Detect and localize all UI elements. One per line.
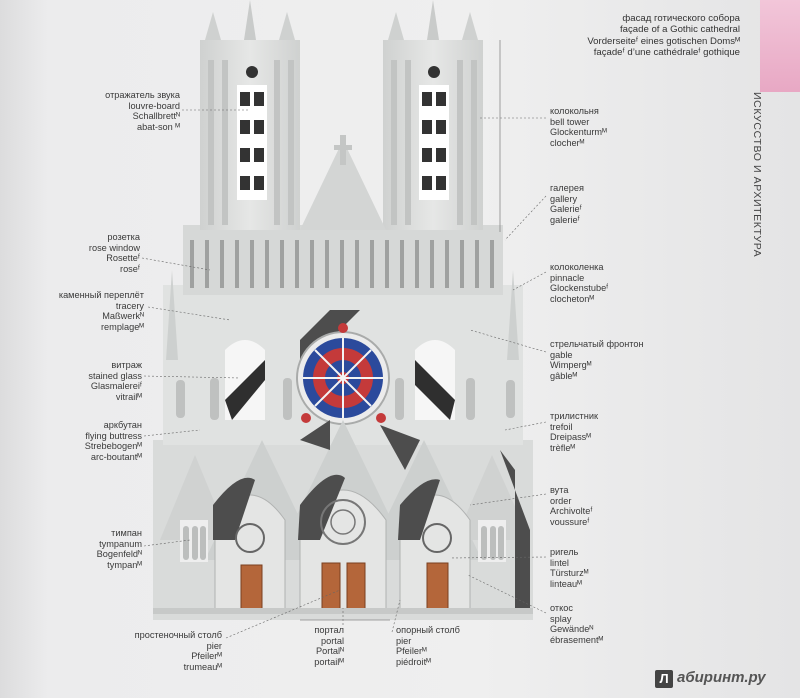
side-niches <box>180 520 506 562</box>
central-gable <box>300 140 386 230</box>
labirint-logo-icon: Л <box>655 670 673 688</box>
page-edge-tab <box>760 0 800 92</box>
title-fr: façadeᶠ d’une cathédraleᶠ gothique <box>593 47 740 59</box>
labirint-text: абиринт.ру <box>677 669 766 686</box>
title-en: façade of a Gothic cathedral <box>620 24 740 36</box>
statues <box>176 378 515 420</box>
title-ru: фасад готического собора <box>622 13 740 24</box>
labirint-watermark: Л абиринт.ру <box>655 668 795 690</box>
diagram-title: фасад готического собора façade of a Got… <box>587 13 740 59</box>
rose-window <box>296 323 390 425</box>
left-bell-tower <box>200 0 300 230</box>
left-pinnacle <box>166 270 178 360</box>
right-pinnacle <box>507 270 519 360</box>
gallery-arcade <box>190 240 494 288</box>
title-de: Vorderseiteᶠ eines gotischen Domsᴹ <box>587 35 740 47</box>
leader-lines <box>141 109 547 639</box>
right-bell-tower <box>383 0 483 230</box>
